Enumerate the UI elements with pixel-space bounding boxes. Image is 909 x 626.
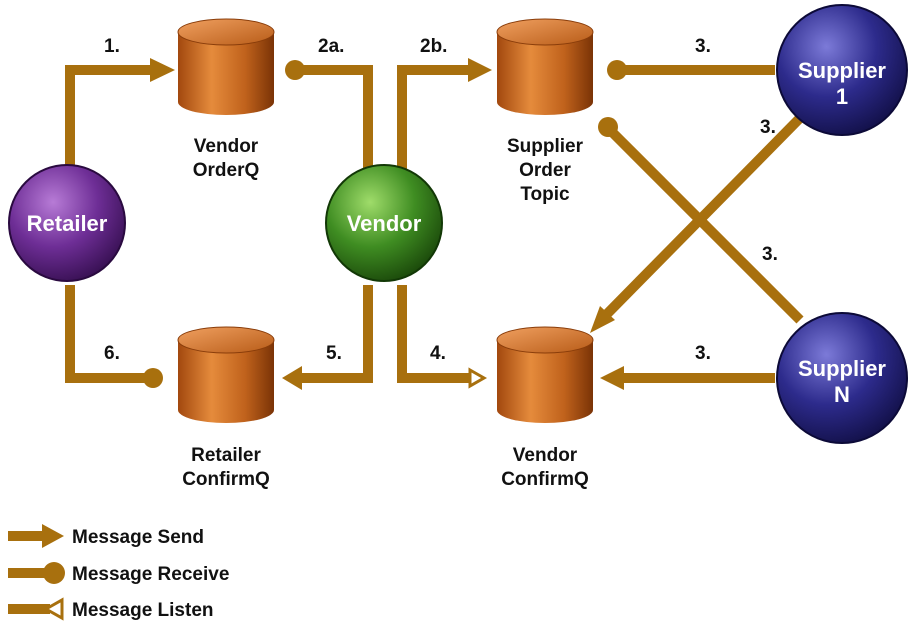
listen-triangle-4: [468, 367, 488, 389]
legend-listen-triangle-icon: [42, 597, 64, 621]
step-6-label: 6.: [104, 343, 120, 364]
supplierN-label-line2: N: [834, 382, 850, 407]
step-3-right-upper-label: 3.: [760, 117, 776, 138]
supplier-order-topic-label-line3: Topic: [520, 184, 570, 205]
arrow-5-vendor-send: [300, 285, 373, 383]
arrowhead-3-bottom: [600, 366, 624, 390]
receive-dot-2a: [285, 60, 305, 80]
retailer-confirmq-label-line2: ConfirmQ: [182, 469, 270, 490]
arrow-6-retailer-receive: [65, 285, 150, 383]
arrow-2b-vendor-send: [397, 65, 472, 170]
actor-retailer: Retailer: [8, 164, 126, 282]
legend-send-label: Message Send: [72, 527, 204, 548]
step-labels: 1. 2a. 2b. 3. 3. 3. 3. 6. 5. 4.: [104, 36, 778, 364]
legend-listen-label: Message Listen: [72, 600, 214, 621]
queue-supplier-order-topic: [496, 18, 594, 115]
step-5-label: 5.: [326, 343, 342, 364]
queue-vendor-orderq: [177, 18, 275, 115]
arrowhead-2b: [468, 58, 492, 82]
arrow-4-vendor-listen: [397, 285, 470, 383]
step-3-bottom-label: 3.: [695, 343, 711, 364]
step-2b-label: 2b.: [420, 36, 447, 57]
receive-dot-3-top: [607, 60, 627, 80]
arrow-1-retailer-to-vendor-orderq: [65, 65, 152, 185]
queue-retailer-confirmq: [177, 326, 275, 423]
supplier1-label-line2: 1: [836, 84, 848, 109]
arrow-3-supplier1-send: [601, 114, 804, 320]
step-4-label: 4.: [430, 343, 446, 364]
retailer-confirmq-label-line1: Retailer: [191, 445, 261, 466]
vendor-label: Vendor: [347, 211, 422, 236]
receive-dot-6: [143, 368, 163, 388]
supplierN-label-line1: Supplier: [798, 356, 886, 381]
connectors: [65, 65, 804, 383]
step-3-top-label: 3.: [695, 36, 711, 57]
step-3-right-lower-label: 3.: [762, 244, 778, 265]
actor-vendor: Vendor: [325, 164, 443, 282]
retailer-label: Retailer: [27, 211, 108, 236]
vendor-orderq-label-line2: OrderQ: [193, 160, 260, 181]
legend-send: Message Send: [8, 524, 204, 548]
send-arrowheads: [150, 58, 624, 390]
vendor-confirmq-label-line2: ConfirmQ: [501, 469, 589, 490]
actor-supplier-1: Supplier 1: [776, 4, 908, 136]
vendor-confirmq-label-line1: Vendor: [513, 445, 578, 466]
arrow-2a-vendor-receive: [298, 65, 373, 170]
legend-receive-label: Message Receive: [72, 564, 229, 585]
step-2a-label: 2a.: [318, 36, 344, 57]
vendor-orderq-label-line1: Vendor: [194, 136, 259, 157]
receive-dot-3-cross: [598, 117, 618, 137]
arrowhead-3-cross: [590, 306, 615, 333]
actor-supplier-n: Supplier N: [776, 312, 908, 444]
arrowhead-5: [282, 366, 302, 390]
legend-listen: Message Listen: [8, 597, 214, 621]
legend-send-arrowhead-icon: [42, 524, 64, 548]
step-1-label: 1.: [104, 36, 120, 57]
receive-dots: [143, 60, 627, 388]
queue-labels: Vendor OrderQ Supplier Order Topic Retai…: [182, 136, 589, 490]
supplier-order-topic-label-line1: Supplier: [507, 136, 584, 157]
legend: Message Send Message Receive Message Lis…: [8, 524, 229, 621]
legend-send-shaft: [8, 531, 44, 541]
legend-listen-shaft: [8, 604, 50, 614]
supplier1-label-line1: Supplier: [798, 58, 886, 83]
legend-receive-shaft: [8, 568, 50, 578]
supplier-order-topic-label-line2: Order: [519, 160, 571, 181]
legend-receive-dot-icon: [43, 562, 65, 584]
queue-vendor-confirmq: [496, 326, 594, 423]
arrowhead-1: [150, 58, 175, 82]
arrow-3-supplierN-receive: [608, 128, 804, 324]
legend-receive: Message Receive: [8, 562, 229, 585]
